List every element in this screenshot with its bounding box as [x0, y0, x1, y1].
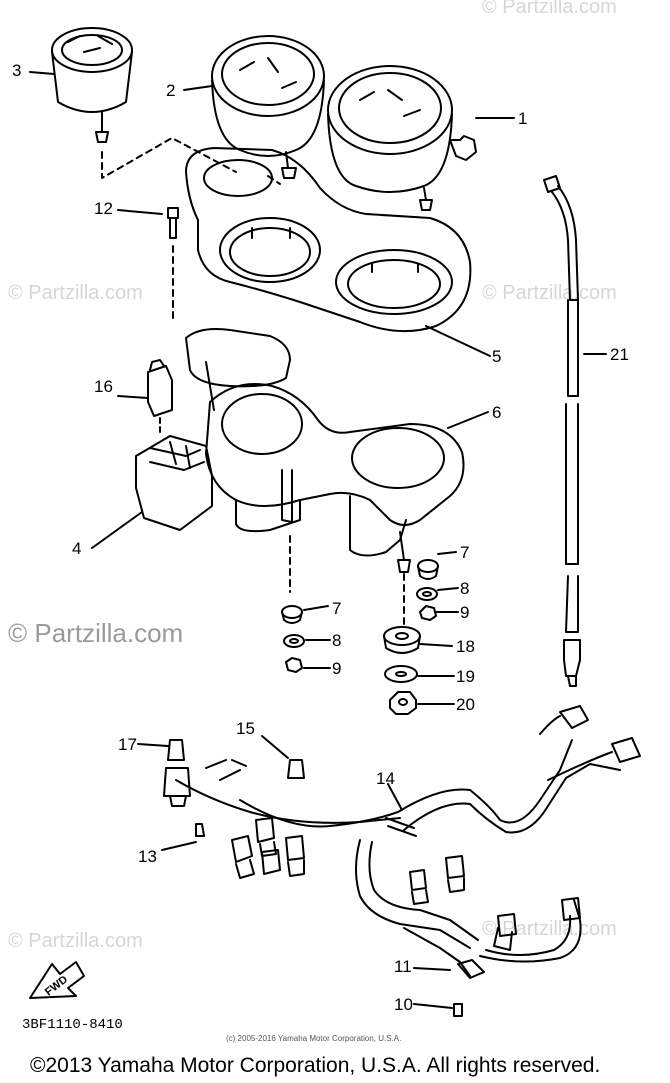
- callout-9-left: 9: [332, 659, 342, 678]
- fastener-stack-right: [416, 559, 439, 621]
- copyright-main: ©2013 Yamaha Motor Corporation, U.S.A. A…: [30, 1054, 601, 1077]
- leader-lines: [29, 71, 607, 1009]
- unit-4-drawing: [135, 435, 213, 531]
- callout-8-left: 8: [332, 631, 342, 650]
- callout-6: 6: [492, 403, 502, 422]
- meter-3-drawing: [51, 27, 133, 143]
- washer-19-drawing: [384, 665, 418, 683]
- relay-16-drawing: [147, 359, 173, 435]
- wire-harness-14-drawing: [175, 705, 641, 977]
- fwd-arrow-drawing: [29, 961, 85, 999]
- watermark: © Partzilla.com: [482, 0, 617, 18]
- watermark: © Partzilla.com: [8, 282, 143, 304]
- callout-13: 13: [138, 847, 157, 866]
- callout-12: 12: [94, 199, 113, 218]
- nut-20-drawing: [389, 691, 417, 715]
- bolt-12-drawing: [167, 207, 179, 319]
- callout-21: 21: [610, 345, 629, 364]
- watermark: © Partzilla.com: [482, 282, 617, 304]
- callout-3: 3: [12, 61, 22, 80]
- callout-7-left: 7: [332, 599, 342, 618]
- sockets-drawing: [163, 739, 581, 1017]
- watermark: © Partzilla.com: [8, 930, 143, 952]
- callout-16: 16: [94, 377, 113, 396]
- callout-2: 2: [166, 81, 176, 100]
- grommet-18-drawing: [383, 626, 421, 654]
- callout-20: 20: [456, 695, 475, 714]
- callout-18: 18: [456, 637, 475, 656]
- callout-10: 10: [394, 995, 413, 1014]
- callout-9-right: 9: [460, 603, 470, 622]
- callout-4: 4: [72, 539, 82, 558]
- callout-15: 15: [236, 719, 255, 738]
- meter-2-drawing: [211, 35, 325, 179]
- callout-11: 11: [394, 957, 412, 976]
- callout-5: 5: [492, 347, 502, 366]
- callout-7-right: 7: [460, 543, 470, 562]
- housing-6-drawing: [185, 328, 465, 629]
- callout-19: 19: [456, 667, 475, 686]
- copyright-small: (c) 2005-2016 Yamaha Motor Corporation, …: [226, 1034, 402, 1043]
- watermark: © Partzilla.com: [8, 618, 184, 648]
- callout-17: 17: [118, 735, 137, 754]
- cable-21-drawing: [543, 175, 581, 687]
- meter-1-drawing: [327, 65, 477, 211]
- callout-1: 1: [518, 109, 528, 128]
- cover-plate-5-drawing: [185, 147, 472, 333]
- fastener-stack-left: [281, 605, 305, 673]
- callout-14: 14: [376, 769, 395, 788]
- diagram-code: 3BF1110-8410: [22, 1017, 123, 1033]
- callout-8-right: 8: [460, 579, 470, 598]
